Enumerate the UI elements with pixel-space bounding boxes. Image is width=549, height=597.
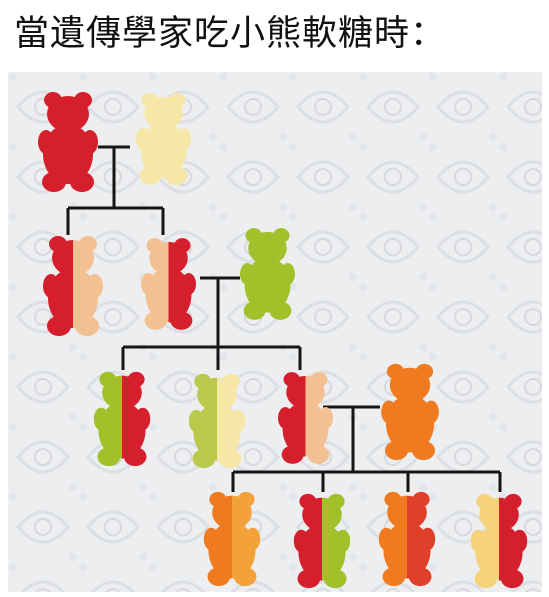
family-tree-lines <box>66 145 502 492</box>
caption-title: 當遺傳學家吃小熊軟糖時： <box>14 14 447 54</box>
tissue-background <box>8 72 542 592</box>
gummy-bear-family-tree-photo <box>8 72 542 592</box>
caption-bar: 當遺傳學家吃小熊軟糖時： <box>0 0 549 66</box>
